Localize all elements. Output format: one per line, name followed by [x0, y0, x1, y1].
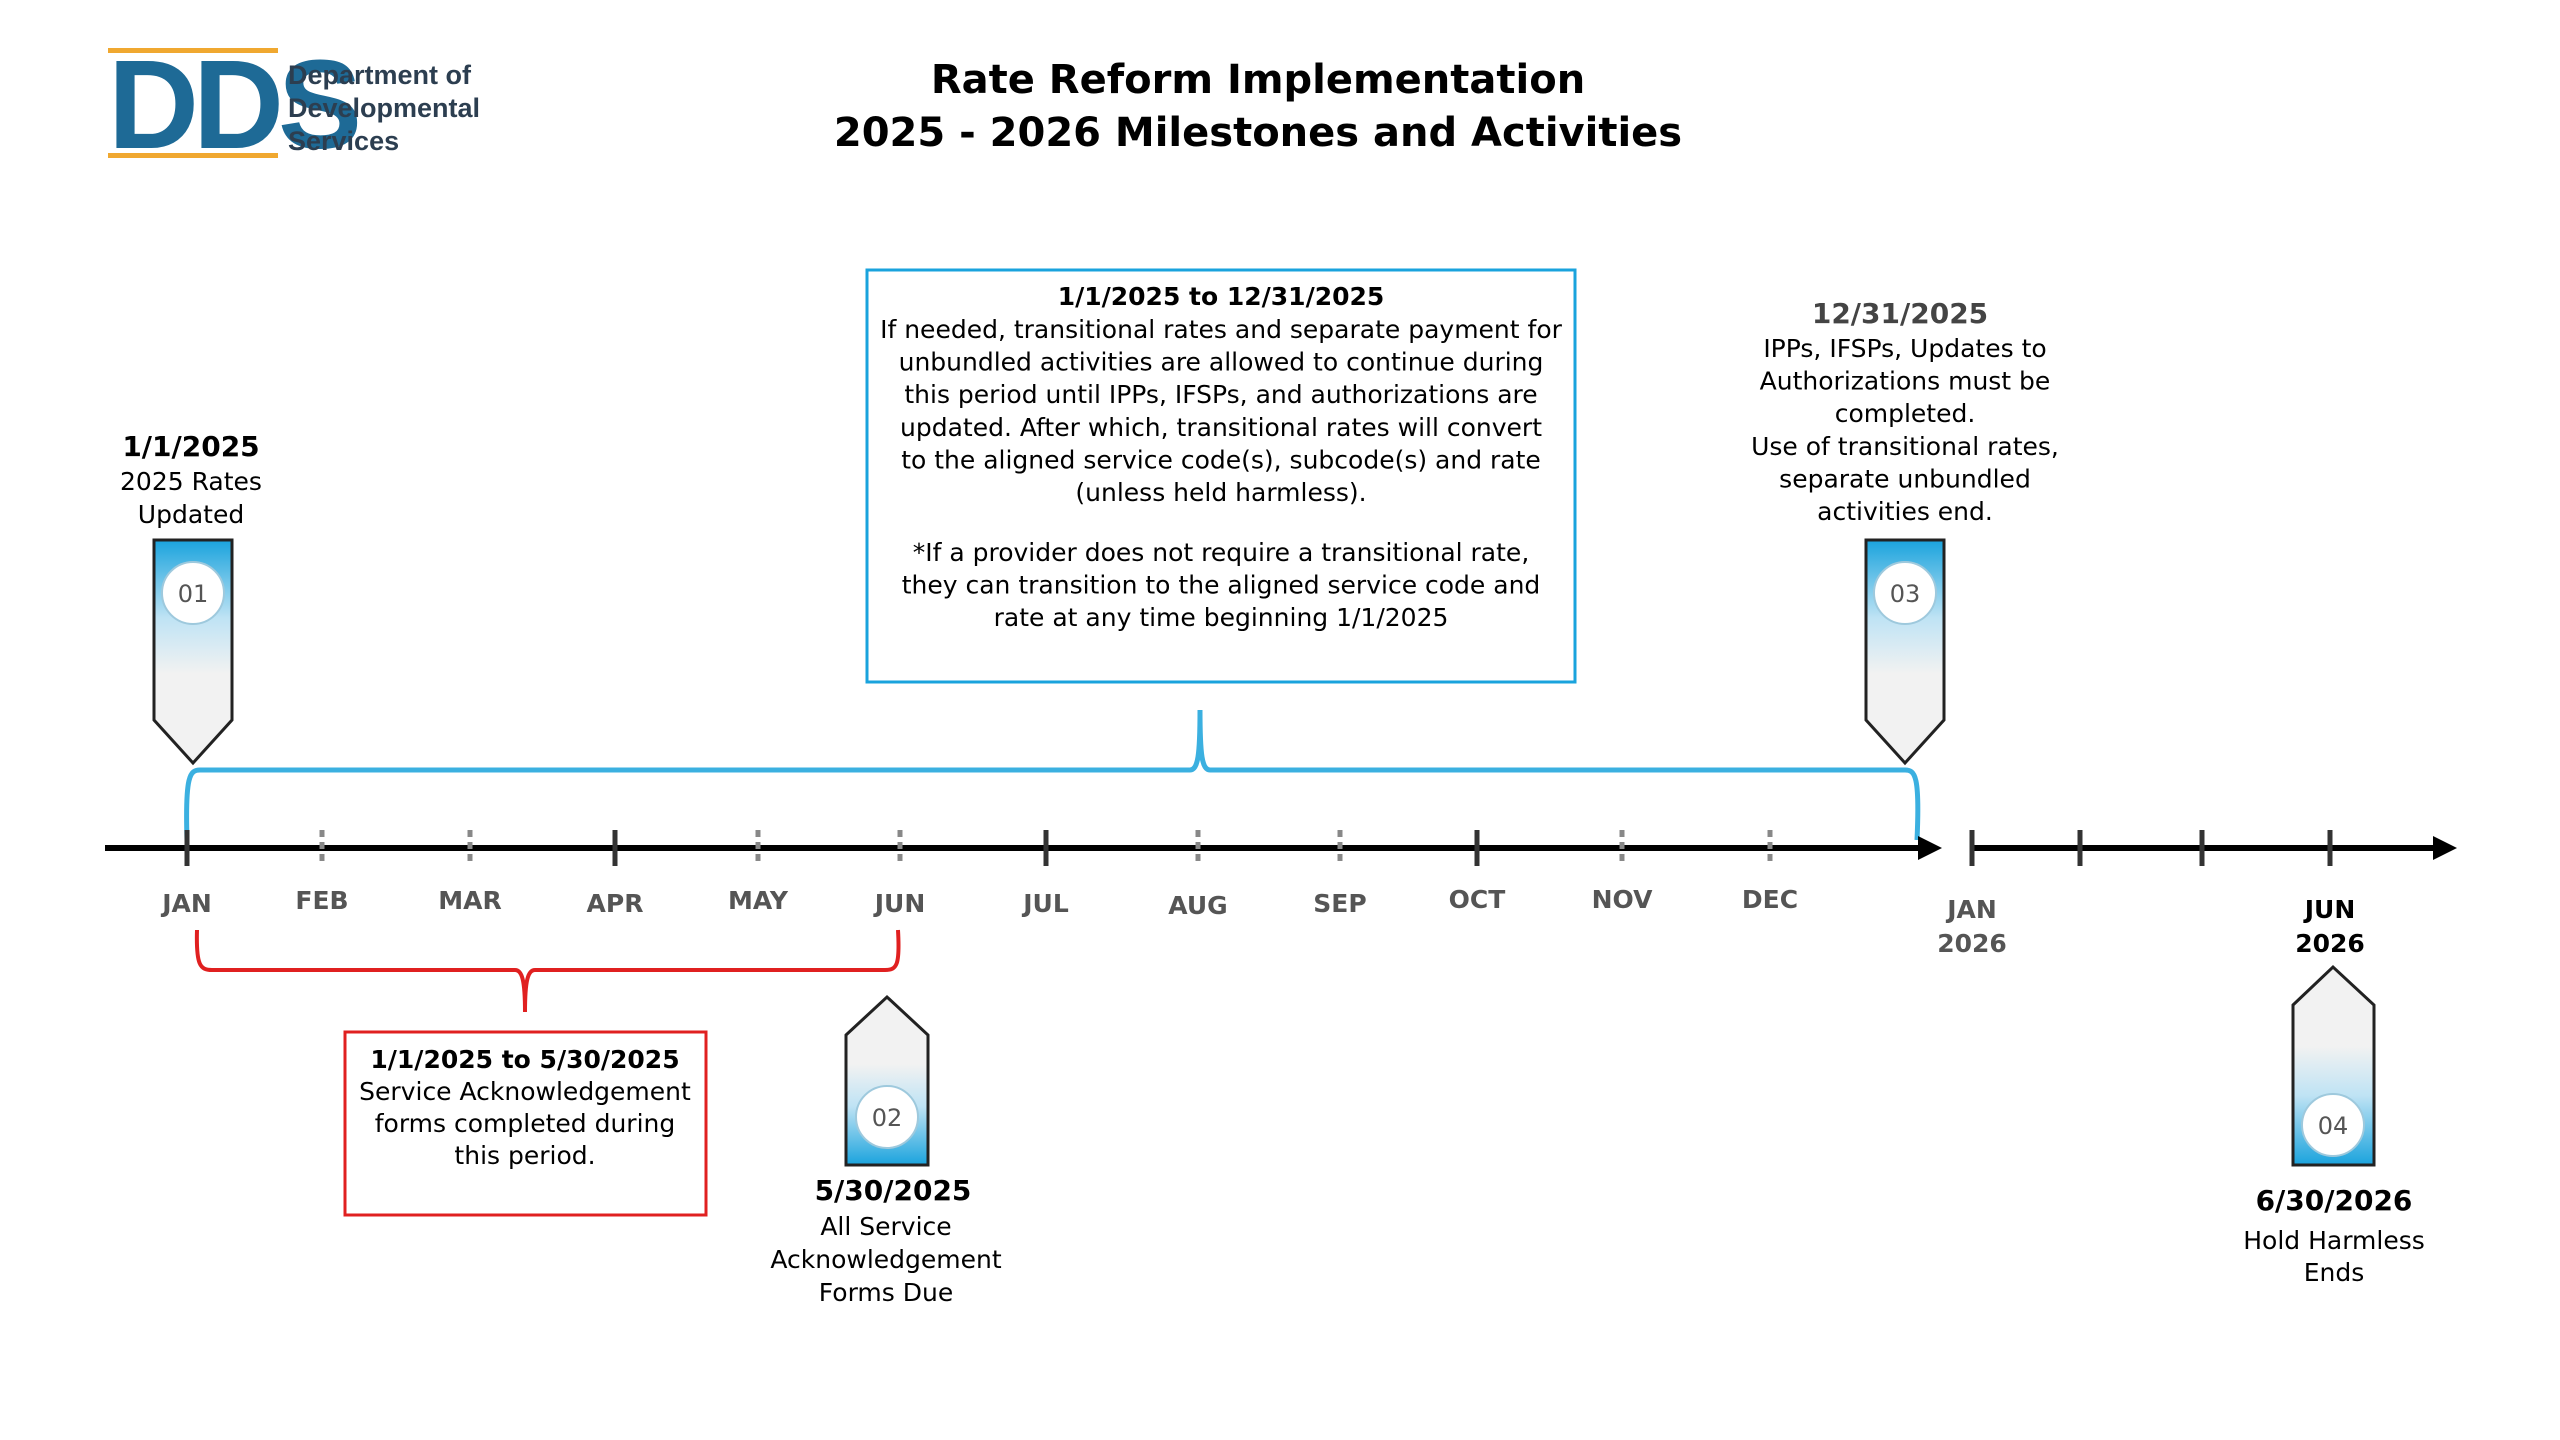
milestone-03-line-2: Authorizations must be [1760, 367, 2051, 396]
month-label-sep-2025: SEP [1313, 889, 1366, 918]
milestone-02-line-1: All Service [820, 1212, 951, 1241]
transition-period-line-3: this period until IPPs, IFSPs, and autho… [904, 380, 1537, 409]
transition-period-note-line-1: *If a provider does not require a transi… [913, 538, 1530, 567]
month-labels: JAN FEB MAR APR MAY JUN JUL AUG SEP OCT NOV DEC [160, 885, 1798, 920]
milestone-04-badge [2301, 1093, 2365, 1157]
milestone-04-line-2: Ends [2304, 1258, 2365, 1287]
transition-period-box [865, 268, 1577, 684]
milestone-04-date: 6/30/2026 [2256, 1184, 2413, 1217]
dds-logo: DDS Department of Developmental Services [108, 34, 480, 175]
month-label-aug-2025: AUG [1168, 891, 1227, 920]
logo-bottom-bar [108, 153, 278, 158]
transition-period-line-6: (unless held harmless). [1075, 478, 1366, 507]
month-label-jun-2026: JUN [2303, 895, 2356, 924]
milestone-03-line-4: Use of transitional rates, [1751, 432, 2059, 461]
month-label-jan-2026: JAN [1945, 895, 1997, 924]
milestone-02-line-2: Acknowledgement [770, 1245, 1001, 1274]
logo-line-3: Services [288, 126, 399, 156]
year-label-jan-2026: 2026 [1937, 929, 2007, 958]
timeline-2026-arrow [2433, 836, 2457, 860]
timeline-ticks [184, 830, 2333, 866]
logo-top-bar [108, 48, 278, 53]
acknowledgement-period-bracket [194, 929, 901, 1013]
transition-period-note-line-2: they can transition to the aligned servi… [902, 571, 1541, 600]
month-label-mar-2025: MAR [438, 886, 501, 915]
month-label-oct-2025: OCT [1449, 885, 1506, 914]
month-label-jun-2025: JUN [873, 889, 926, 918]
acknowledgement-period-line-3: this period. [454, 1141, 595, 1170]
month-label-may-2025: MAY [728, 886, 789, 915]
transition-period-text: If needed, transitional rates and separa… [880, 315, 1563, 632]
month-label-nov-2025: NOV [1592, 885, 1654, 914]
year-label-jun-2026: 2026 [2295, 929, 2365, 958]
milestone-03-date: 12/31/2025 [1812, 297, 1988, 330]
milestone-01-badge [161, 561, 225, 625]
logo-letters: DDS [108, 34, 358, 175]
milestone-02-line-3: Forms Due [819, 1278, 953, 1307]
milestone-04-number: 04 [2318, 1112, 2349, 1140]
month-label-dec-2025: DEC [1742, 885, 1798, 914]
month-label-feb-2025: FEB [295, 886, 348, 915]
milestone-01-line-2: Updated [138, 500, 244, 529]
milestone-02-date: 5/30/2025 [815, 1174, 972, 1207]
acknowledgement-period-text: Service Acknowledgement forms completed d… [359, 1077, 691, 1170]
milestone-02-badge [855, 1085, 919, 1149]
milestone-03-line-1: IPPs, IFSPs, Updates to [1763, 334, 2046, 363]
timeline-2025-arrow [1918, 836, 1942, 860]
transition-period-line-2: unbundled activities are allowed to cont… [899, 348, 1544, 377]
milestone-04-line-1: Hold Harmless [2243, 1226, 2425, 1255]
month-label-jan-2025: JAN [160, 889, 212, 918]
title-line-1: Rate Reform Implementation [931, 57, 1585, 103]
milestone-01-number: 01 [178, 580, 209, 608]
milestone-03-badge [1873, 561, 1937, 625]
milestone-03-line-3: completed. [1835, 399, 1976, 428]
transition-period-line-1: If needed, transitional rates and separa… [880, 315, 1563, 344]
acknowledgement-period-line-1: Service Acknowledgement [359, 1077, 691, 1106]
month-label-jul-2025: JUL [1021, 889, 1069, 918]
milestone-03-number: 03 [1890, 580, 1921, 608]
logo-line-2: Developmental [288, 93, 480, 123]
acknowledgement-period-line-2: forms completed during [375, 1109, 676, 1138]
transition-period-line-4: updated. After which, transitional rates… [900, 413, 1542, 442]
acknowledgement-period-box [343, 1030, 708, 1217]
milestone-03-line-6: activities end. [1817, 497, 1993, 526]
transition-period-heading: 1/1/2025 to 12/31/2025 [1058, 282, 1385, 311]
transition-period-line-5: to the aligned service code(s), subcode(… [901, 445, 1541, 474]
logo-line-1: Department of [288, 60, 472, 90]
milestone-03: 12/31/2025 IPPs, IFSPs, Updates to Author… [1751, 297, 2059, 766]
milestone-03-text: IPPs, IFSPs, Updates to Authorizations mu… [1751, 334, 2059, 526]
transition-period-bracket [184, 709, 1921, 841]
milestone-01-date: 1/1/2025 [122, 430, 259, 463]
milestone-02-number: 02 [872, 1104, 903, 1132]
title-line-2: 2025 - 2026 Milestones and Activities [834, 110, 1682, 156]
acknowledgement-period-heading: 1/1/2025 to 5/30/2025 [370, 1045, 679, 1074]
transition-period-note-line-3: rate at any time beginning 1/1/2025 [994, 603, 1449, 632]
milestone-01-line-1: 2025 Rates [120, 467, 262, 496]
month-label-apr-2025: APR [587, 889, 644, 918]
milestone-03-line-5: separate unbundled [1779, 464, 2031, 493]
milestone-02: 02 5/30/2025 All ServiceAcknowledgementF… [770, 994, 1002, 1307]
